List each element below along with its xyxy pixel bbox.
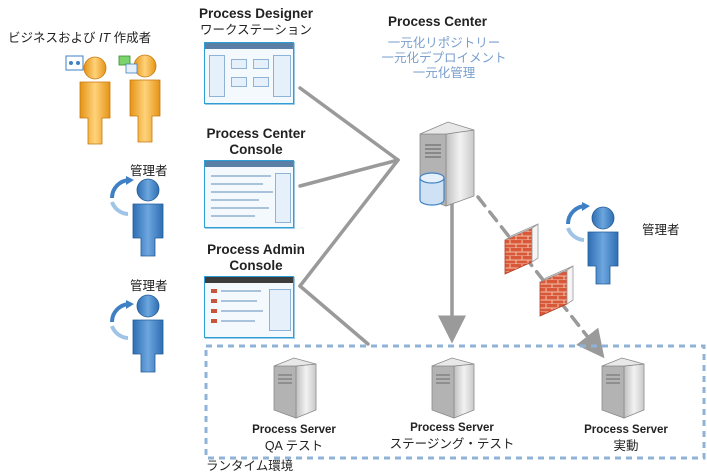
server-staging-label: Process Server ステージング・テスト bbox=[384, 420, 520, 452]
admin-person-icon-2 bbox=[110, 294, 164, 373]
pc-feature-deployment: 一元化デプロイメント bbox=[381, 51, 507, 65]
server-production-name: Process Server bbox=[584, 424, 668, 436]
designer-title-line1: Process Designer bbox=[198, 6, 314, 21]
admin-person-icon-3 bbox=[566, 202, 619, 285]
process-center-features: 一元化リポジトリー 一元化デプロイメント 一元化管理 bbox=[356, 36, 532, 81]
connector-lines bbox=[298, 86, 605, 359]
designer-title-line2: ワークステーション bbox=[200, 23, 312, 37]
runtime-environment-label: ランタイム環境 bbox=[206, 459, 294, 473]
center-console-title: Process Center Console bbox=[188, 126, 324, 158]
admin-console-title: Process Admin Console bbox=[188, 242, 324, 274]
connector-designer-to-center bbox=[298, 86, 400, 162]
business-users-text: ビジネスおよび bbox=[8, 31, 99, 45]
business-users-label: ビジネスおよび IT 作成者 bbox=[8, 30, 151, 46]
admin-console-screenshot-thumbnail bbox=[204, 276, 294, 338]
designer-screenshot-thumbnail bbox=[204, 42, 294, 104]
business-users-tail-text: 作成者 bbox=[110, 31, 152, 45]
connector-center-console-to-center bbox=[298, 158, 400, 188]
admin-person-icon-1 bbox=[110, 176, 164, 257]
firewall-icon-2 bbox=[539, 265, 574, 317]
server-icon-staging bbox=[431, 357, 475, 419]
business-user-icon-2 bbox=[118, 54, 161, 143]
designer-subtitle: ワークステーション bbox=[188, 22, 324, 38]
pc-feature-repository: 一元化リポジトリー bbox=[387, 36, 501, 50]
runtime-environment-box bbox=[204, 344, 706, 460]
designer-title: Process Designer bbox=[188, 6, 324, 22]
connector-admin-console-to-center bbox=[298, 158, 400, 288]
center-console-title-line2: Console bbox=[229, 142, 283, 157]
center-console-title-line1: Process Center bbox=[206, 126, 306, 141]
server-icon-production bbox=[601, 357, 645, 419]
business-user-icon-1 bbox=[65, 55, 111, 145]
pc-feature-management: 一元化管理 bbox=[412, 66, 476, 80]
business-users-it-text: IT bbox=[98, 31, 111, 45]
server-qa-name: Process Server bbox=[252, 424, 336, 436]
admin-console-title-line2: Console bbox=[229, 258, 283, 273]
admin-label-2: 管理者 bbox=[130, 279, 168, 293]
server-staging-role: ステージング・テスト bbox=[389, 437, 515, 451]
admin-label-3: 管理者 bbox=[642, 223, 680, 237]
server-production-role: 実動 bbox=[613, 439, 639, 453]
server-production-label: Process Server 実動 bbox=[566, 422, 686, 454]
admin-label-1: 管理者 bbox=[130, 164, 168, 178]
firewall-icon-1 bbox=[504, 223, 539, 275]
connector-admin-console-to-runtime bbox=[298, 284, 370, 346]
server-qa-role: QA テスト bbox=[264, 439, 324, 453]
server-qa-label: Process Server QA テスト bbox=[234, 422, 354, 454]
admin-console-title-line1: Process Admin bbox=[207, 242, 305, 257]
server-staging-name: Process Server bbox=[410, 422, 494, 434]
server-icon-qa bbox=[273, 357, 317, 419]
database-icon bbox=[419, 172, 445, 206]
center-console-screenshot-thumbnail bbox=[204, 160, 294, 228]
process-center-title: Process Center bbox=[388, 14, 488, 29]
connector-center-to-production bbox=[476, 195, 605, 359]
